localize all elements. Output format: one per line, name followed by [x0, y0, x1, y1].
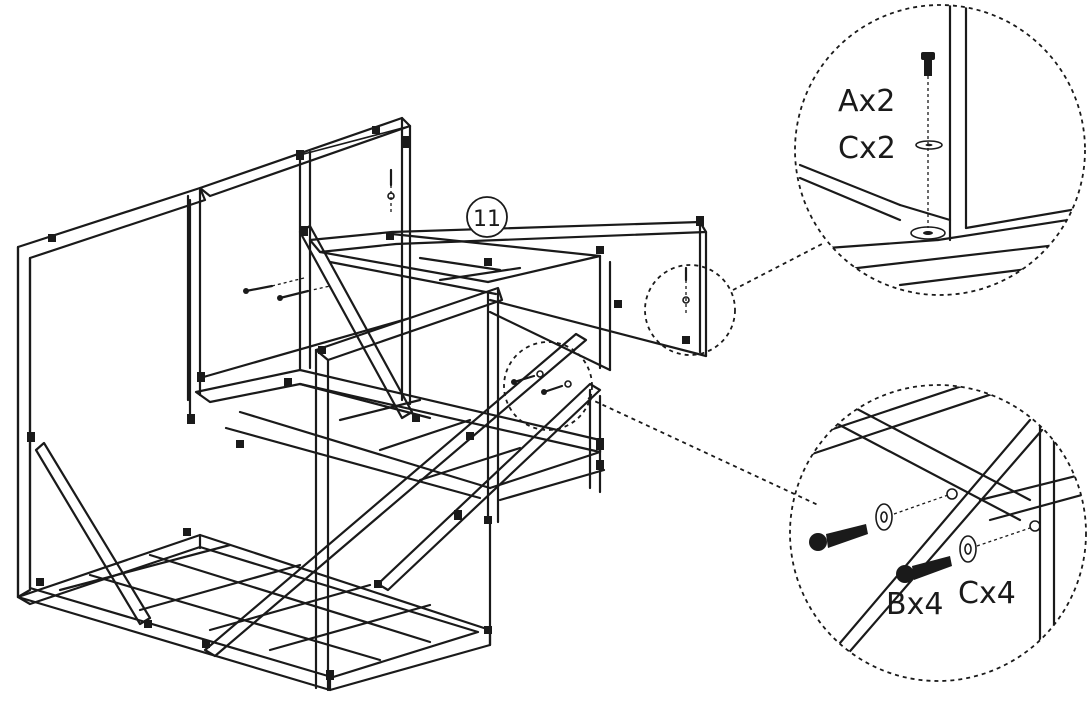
middle-shelf	[194, 368, 606, 502]
part-b-label: Bx4	[886, 587, 943, 622]
leader-line-top	[732, 243, 823, 291]
part-c-label-top: Cx2	[838, 131, 896, 166]
frame-joints	[27, 126, 704, 680]
upper-shelf-extension	[308, 220, 708, 372]
part-a-label: Ax2	[838, 84, 895, 119]
leader-line-bottom	[587, 397, 819, 506]
callout-bottom: Bx4 Cx4	[789, 384, 1087, 682]
callout-top-circle	[794, 4, 1086, 296]
step-number: 11	[473, 207, 501, 232]
rack-frame	[16, 116, 708, 692]
washer-icon	[915, 140, 943, 150]
detail-markers	[503, 243, 823, 506]
detail-marker-bottom	[503, 341, 593, 431]
step-number-badge: 11	[466, 196, 508, 238]
detail-marker-top	[644, 264, 736, 356]
callout-top: Ax2 Cx2	[794, 4, 1086, 296]
bottom-shelf	[16, 518, 492, 692]
back-panel	[198, 116, 414, 420]
part-c-label-bottom: Cx4	[958, 576, 1016, 611]
bolt-hints	[243, 168, 690, 395]
callout-bottom-circle	[789, 384, 1087, 682]
